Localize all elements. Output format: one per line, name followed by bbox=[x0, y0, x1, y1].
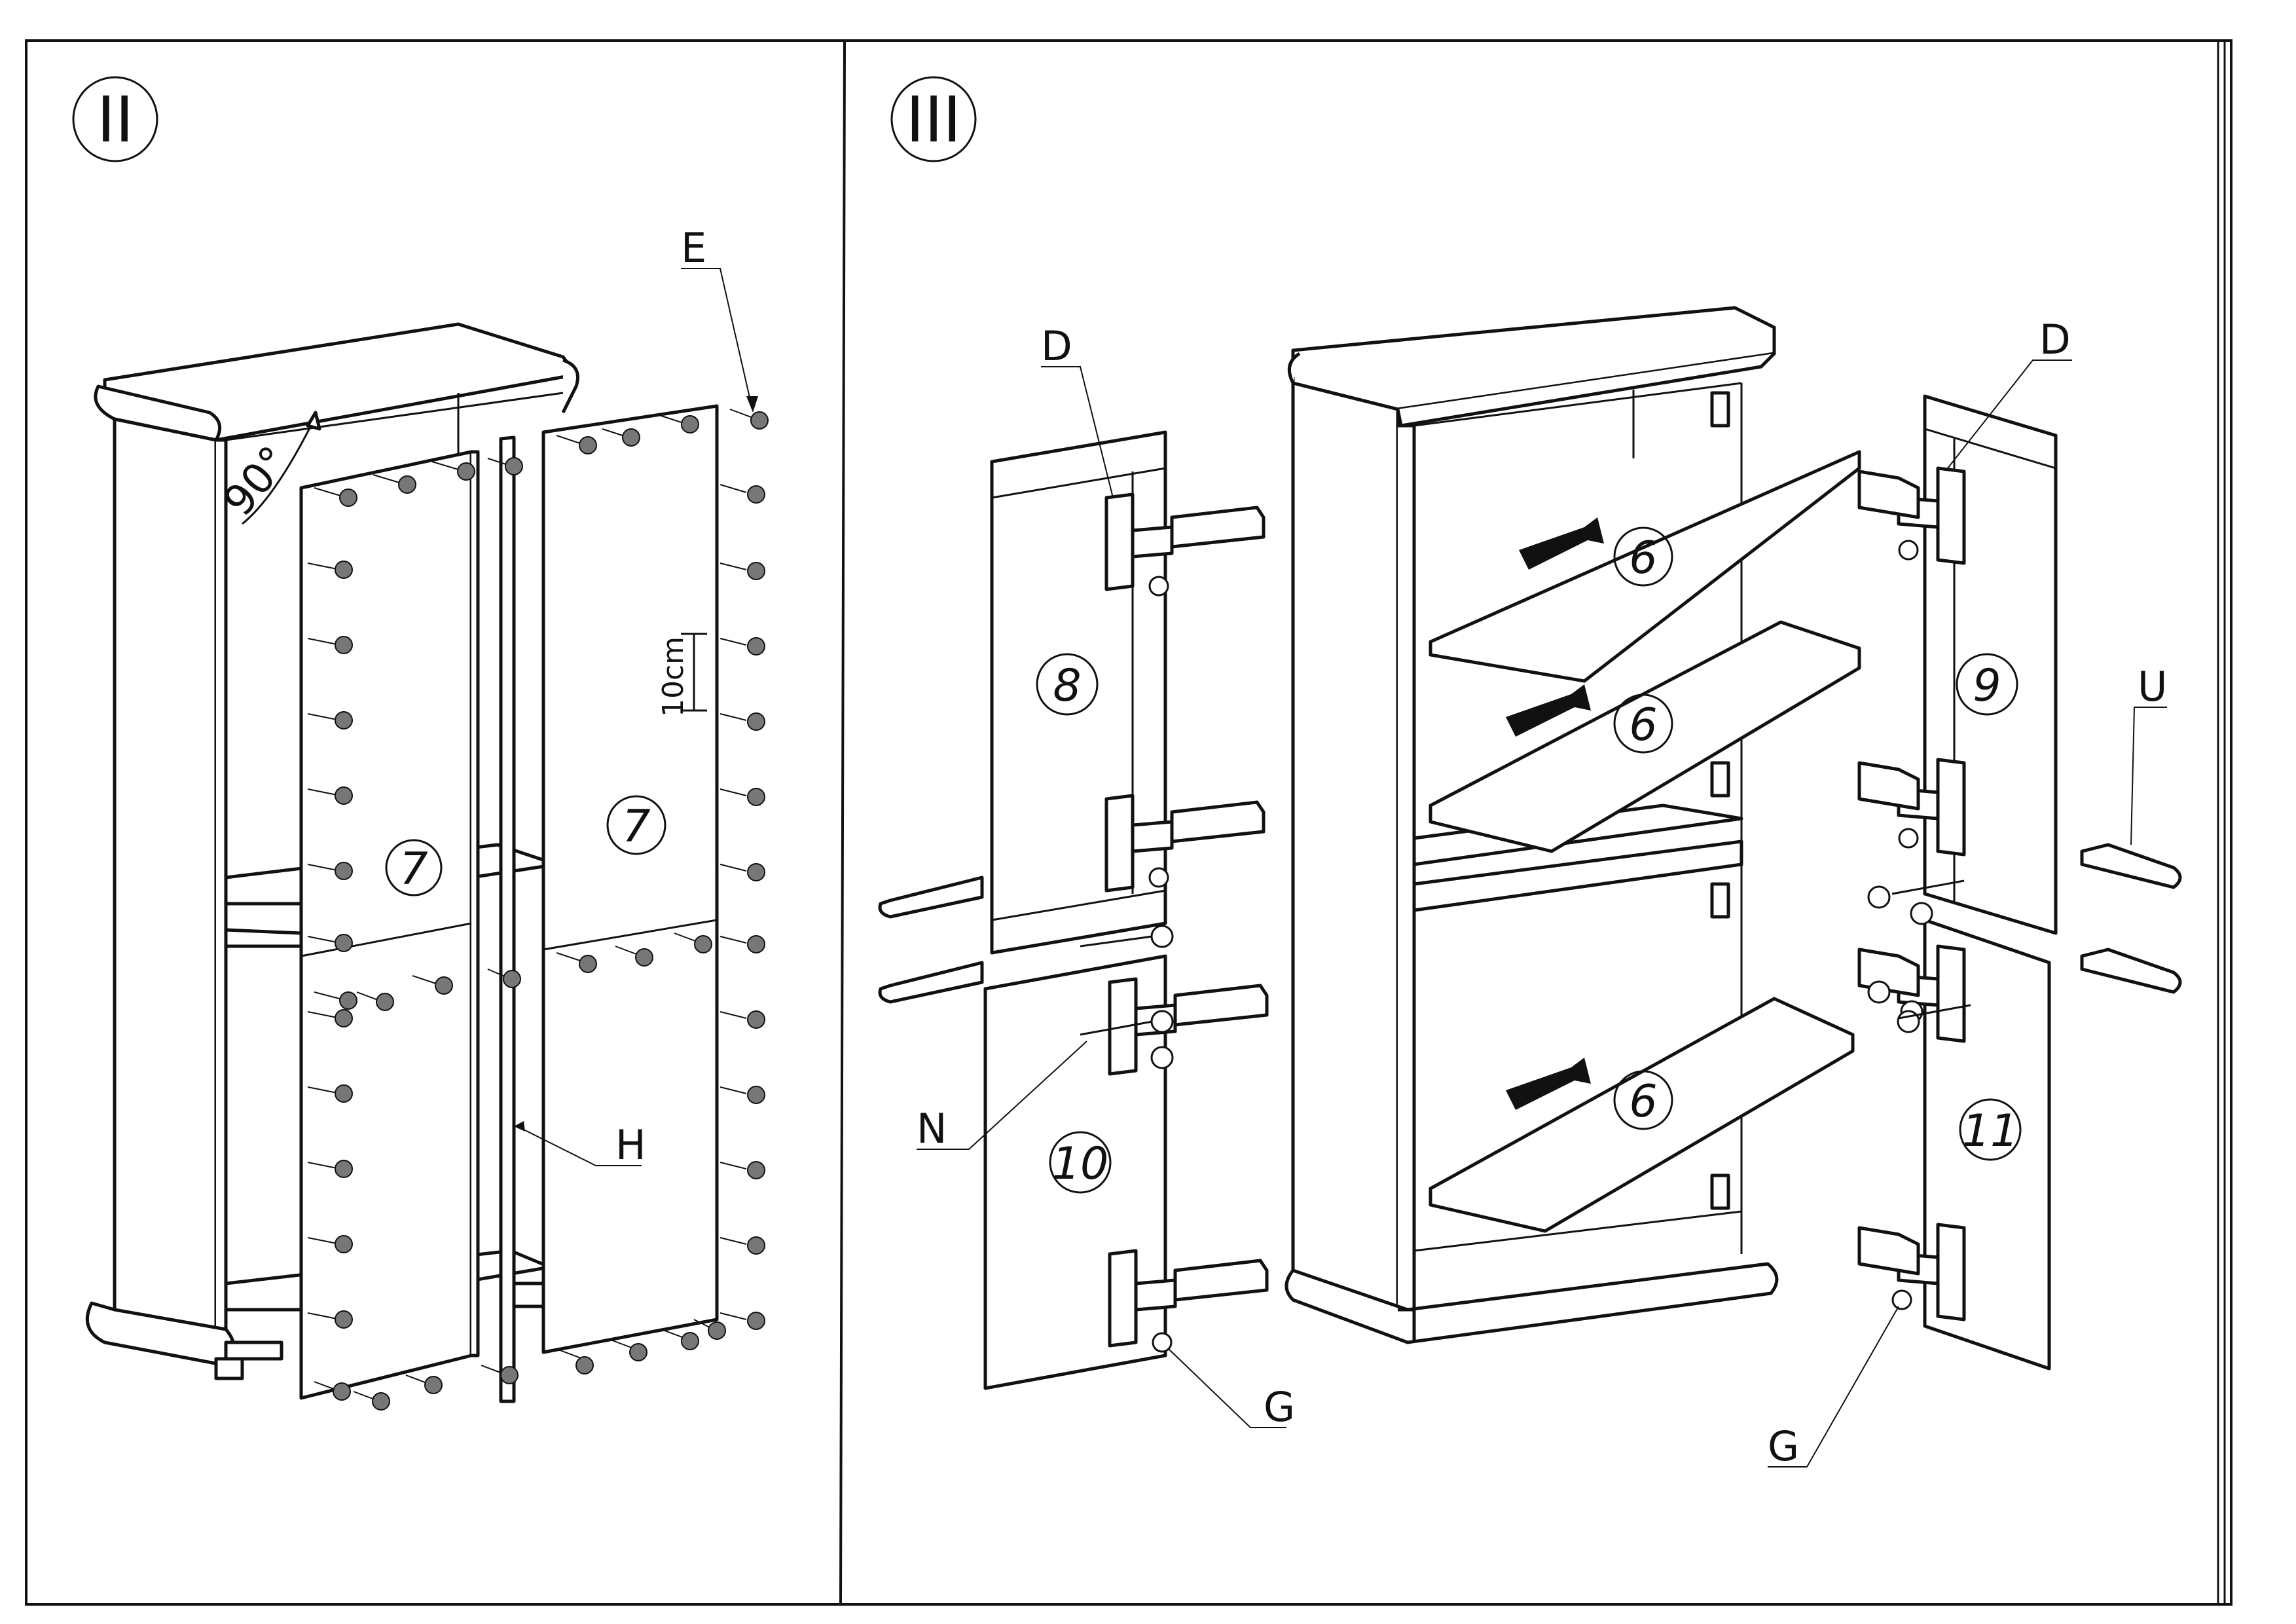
strip-h bbox=[499, 435, 516, 1403]
screws bbox=[1080, 540, 1971, 1353]
callout-n: N bbox=[917, 1041, 1087, 1153]
left-door-panel-b: 7 bbox=[541, 404, 719, 1354]
callout-g-right: G bbox=[1768, 1306, 1899, 1470]
svg-text:7: 7 bbox=[622, 801, 650, 853]
callout-u: U bbox=[2130, 663, 2167, 845]
svg-text:E: E bbox=[681, 224, 706, 272]
hinges-right bbox=[1857, 466, 1966, 1321]
hinges-left bbox=[1104, 492, 1269, 1348]
push-arrows bbox=[1506, 517, 1604, 1110]
page-frame bbox=[25, 39, 2232, 1606]
step-badge-left: II bbox=[72, 76, 158, 162]
svg-text:II: II bbox=[97, 83, 134, 157]
callout-d-right: D bbox=[1947, 316, 2072, 469]
svg-text:H: H bbox=[615, 1121, 646, 1169]
svg-text:D: D bbox=[2039, 316, 2071, 363]
callout-g-left: G bbox=[1168, 1348, 1295, 1431]
svg-text:7: 7 bbox=[399, 843, 428, 895]
shelf-lower: 6 bbox=[1429, 997, 1855, 1233]
svg-text:10: 10 bbox=[1052, 1138, 1109, 1190]
left-door-panel-a: 7 bbox=[299, 450, 480, 1400]
svg-text:G: G bbox=[1264, 1383, 1295, 1431]
callout-d-left: D bbox=[1041, 322, 1114, 498]
handles bbox=[878, 843, 2182, 1004]
svg-text:6: 6 bbox=[1629, 699, 1657, 751]
shelf-upper: 6 bbox=[1429, 450, 1861, 683]
door-8: 8 bbox=[990, 430, 1167, 955]
svg-text:6: 6 bbox=[1629, 1076, 1657, 1128]
svg-text:D: D bbox=[1041, 322, 1072, 370]
shelf-middle: 6 bbox=[1429, 620, 1861, 853]
dimension-label: 10cm bbox=[657, 637, 690, 717]
callout-e: E bbox=[681, 224, 758, 413]
svg-text:U: U bbox=[2138, 663, 2167, 710]
svg-text:N: N bbox=[917, 1105, 947, 1153]
svg-text:8: 8 bbox=[1053, 660, 1081, 712]
svg-text:9: 9 bbox=[1973, 660, 2001, 712]
svg-text:6: 6 bbox=[1629, 532, 1657, 584]
callout-h: H bbox=[514, 1121, 646, 1169]
dimension-10cm: 10cm bbox=[657, 633, 707, 717]
nail-pins bbox=[307, 409, 769, 1411]
svg-text:III: III bbox=[906, 83, 962, 157]
svg-text:11: 11 bbox=[1962, 1105, 2019, 1157]
right-cabinet bbox=[1285, 306, 1779, 1344]
step-badge-right: III bbox=[890, 76, 977, 162]
svg-text:G: G bbox=[1768, 1422, 1799, 1470]
